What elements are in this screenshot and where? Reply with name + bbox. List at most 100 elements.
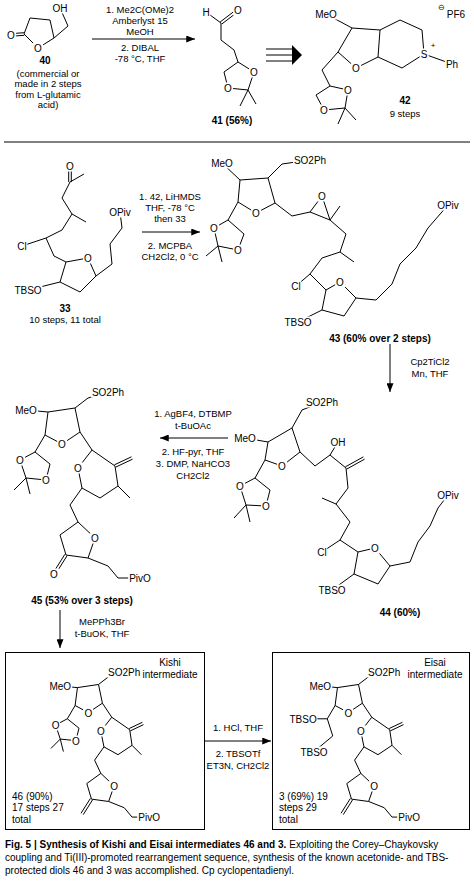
compound-label: 33: [59, 303, 70, 314]
atom-label: O: [57, 439, 67, 450]
atom-label: H: [201, 7, 210, 18]
compound-label: 44 (60%): [380, 607, 421, 618]
bond-line: [356, 205, 448, 300]
atom-label: SO2Ph: [367, 667, 401, 678]
atom-label: OH: [330, 437, 347, 448]
atom-label: O: [317, 191, 327, 202]
atom-label: O: [6, 30, 16, 41]
reagent-text: MePPh3Br: [79, 617, 125, 627]
double-bond: [389, 722, 402, 728]
reagent-text: t-BuOAc: [175, 421, 211, 431]
atom-label: O: [83, 253, 93, 264]
atom-label: O: [209, 223, 219, 234]
compound-label: 40: [39, 55, 50, 66]
atom-label: O: [343, 707, 353, 718]
reagent-text: 2. TBSOTf: [216, 749, 261, 759]
bond-line: [206, 12, 238, 62]
bond-line: [46, 238, 66, 262]
reagent-text: THF, -78 °C: [145, 203, 195, 213]
atom-label: Cl: [16, 241, 27, 252]
atom-label: O: [49, 569, 59, 580]
bond-line: [206, 246, 222, 262]
atom-label: SO2Ph: [293, 155, 327, 166]
reaction-arrow: [160, 438, 228, 439]
atom-label: O: [277, 461, 287, 472]
bond-line: [322, 455, 350, 552]
atom-label: O: [249, 67, 259, 78]
bond-line: [96, 212, 122, 276]
atom-label: O: [96, 726, 106, 737]
compound-label: 42: [399, 95, 410, 106]
atom-label: MeO: [48, 681, 72, 692]
atom-label: O: [109, 780, 119, 791]
atom-label: O: [343, 85, 353, 96]
molecule-drawings: [11, 8, 452, 817]
reagent-text: ET3N, CH2Cl2: [207, 761, 270, 771]
bond-line: [240, 90, 256, 106]
atom-label: O: [33, 43, 43, 54]
bond-line: [78, 450, 118, 498]
reagent-text: 10 steps, 11 total: [29, 315, 101, 325]
bond-line: [392, 745, 401, 754]
compound-label: 41 (56%): [212, 115, 253, 126]
reagent-text: 3. DMP, NaHCO3: [156, 459, 230, 469]
bond-line: [102, 703, 111, 717]
intermediate-box: Kishi intermediate46 (90%) 17 steps 27 t…: [5, 652, 205, 830]
arrow-head: [292, 45, 302, 65]
compound-label: 3 (69%) 19 steps 29 total: [279, 791, 333, 826]
caption-title: Fig. 5 | Synthesis of Kishi and Eisai in…: [5, 839, 286, 850]
reagent-text: Mn, THF: [412, 369, 449, 379]
reaction-arrows: [60, 39, 390, 648]
atom-label: SO2Ph: [107, 667, 141, 678]
atom-label: MeO: [14, 405, 38, 416]
bond-line: [80, 432, 92, 450]
reagent-text: 1. Me2C(OMe)2: [106, 5, 174, 15]
multistep-arrow: [266, 55, 292, 56]
atom-label: O: [223, 83, 233, 94]
bond-line: [340, 252, 354, 262]
atom-label: O: [41, 475, 51, 486]
bond-line: [390, 495, 448, 566]
compound-label: 45 (53% over 3 steps): [31, 595, 133, 606]
atom-label: O: [233, 245, 243, 256]
bond-line: [322, 498, 336, 504]
atom-label: SO2Ph: [305, 397, 339, 408]
charge-label: ⊖: [437, 4, 446, 13]
atom-label: SO2Ph: [91, 387, 125, 398]
bond-line: [51, 739, 63, 751]
double-bond: [114, 457, 131, 465]
bond-line: [340, 540, 358, 552]
atom-label: MeO: [210, 158, 234, 169]
bond-line: [275, 203, 310, 216]
atom-label: TBSO: [299, 746, 328, 757]
reagent-text: 1. HCl, THF: [213, 723, 263, 733]
figure-caption: Fig. 5 | Synthesis of Kishi and Eisai in…: [5, 838, 469, 877]
atom-label: Cl: [290, 281, 301, 292]
bond-line: [95, 747, 104, 774]
connectors: [205, 741, 271, 742]
atom-label: O: [370, 543, 380, 554]
bond-line: [14, 478, 30, 494]
atom-label: TBSO: [283, 317, 312, 328]
bond-line: [118, 486, 130, 498]
atom-label: O: [356, 726, 366, 737]
reagent-text: 2. MCPBA: [148, 241, 192, 251]
atom-label: O: [65, 161, 75, 172]
double-bond: [129, 722, 142, 728]
atom-label: O: [73, 463, 83, 474]
bond-line: [255, 460, 265, 478]
compound-label: 46 (90%) 17 steps 27 total: [12, 791, 66, 826]
atom-label: O: [319, 105, 329, 116]
double-bond: [130, 725, 143, 731]
double-bond: [390, 725, 403, 731]
atom-label: O: [71, 735, 81, 746]
bond-line: [72, 214, 86, 222]
bond-line: [378, 20, 424, 68]
atom-label: MeO: [233, 433, 257, 444]
reagent-text: Amberlyst 15: [112, 16, 167, 26]
reaction-arrow: [60, 610, 61, 648]
atom-label: OPiv: [436, 490, 460, 501]
atom-label: Ph: [445, 59, 459, 70]
atom-label: MeO: [314, 9, 338, 20]
